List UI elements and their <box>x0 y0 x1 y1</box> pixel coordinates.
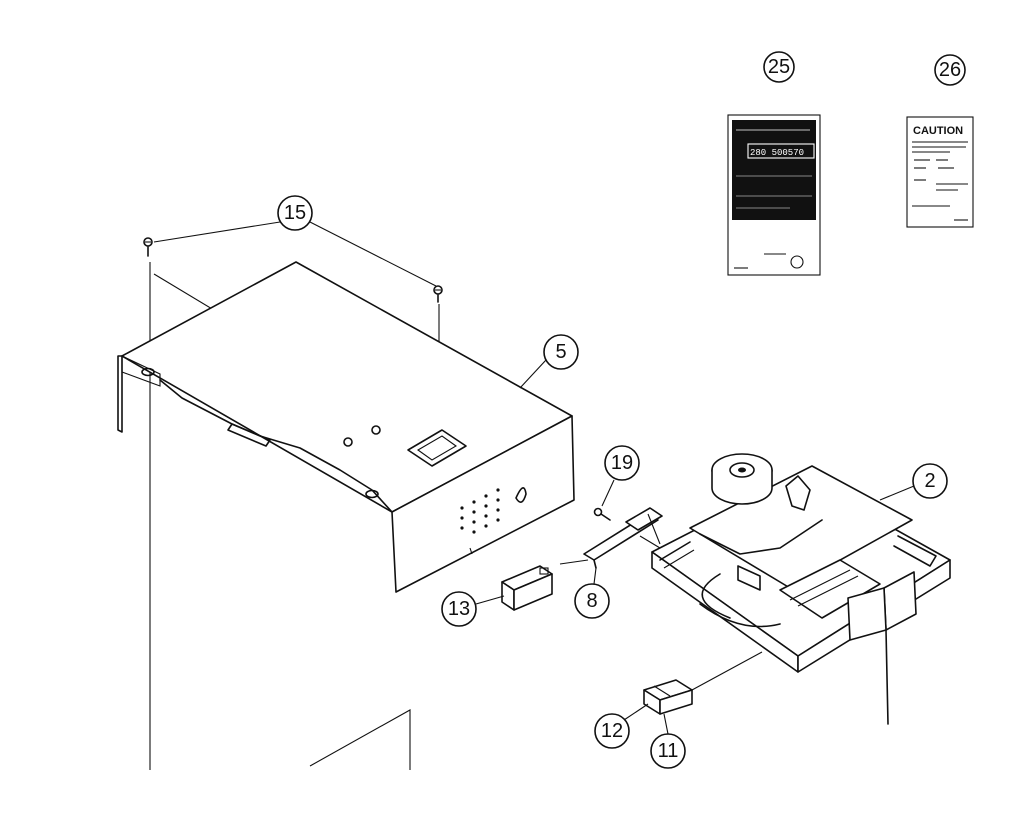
svg-text:15: 15 <box>284 202 306 224</box>
screw-part-19 <box>593 507 611 521</box>
bracket-part-8 <box>559 507 663 569</box>
callout-8: 8 <box>574 567 610 619</box>
svg-text:13: 13 <box>448 598 470 620</box>
screw-15-left <box>143 237 153 257</box>
cover-chassis-part-5 <box>117 261 575 593</box>
adjacent-part-outline <box>309 709 411 770</box>
vent-holes <box>460 488 500 534</box>
callout-11: 11 <box>650 713 686 769</box>
screw-15-right <box>433 285 443 303</box>
svg-text:5: 5 <box>555 341 566 363</box>
caution-label-title: CAUTION <box>913 125 963 137</box>
caution-label-part: CAUTION <box>906 116 974 228</box>
svg-text:11: 11 <box>658 740 679 762</box>
drive-mechanism-part-2 <box>639 453 951 725</box>
callout-13: 13 <box>441 591 505 627</box>
callout-25: 25 <box>763 51 795 83</box>
svg-text:19: 19 <box>611 452 633 474</box>
callout-12: 12 <box>594 703 649 749</box>
callout-2: 2 <box>879 463 948 501</box>
svg-text:25: 25 <box>768 56 790 78</box>
serial-label-number: 280 500570 <box>750 148 804 158</box>
callout-26: 26 <box>934 54 966 86</box>
svg-text:2: 2 <box>924 470 935 492</box>
svg-text:8: 8 <box>586 590 597 612</box>
connector-block-part-12-11 <box>643 651 763 715</box>
callout-15: 15 <box>153 195 437 287</box>
svg-text:26: 26 <box>939 59 961 81</box>
callout-5: 5 <box>519 334 579 389</box>
serial-number-label-part: 280 500570 <box>727 114 821 276</box>
connector-block-part-13 <box>501 565 553 611</box>
callout-19: 19 <box>601 445 640 507</box>
svg-text:12: 12 <box>601 720 623 742</box>
